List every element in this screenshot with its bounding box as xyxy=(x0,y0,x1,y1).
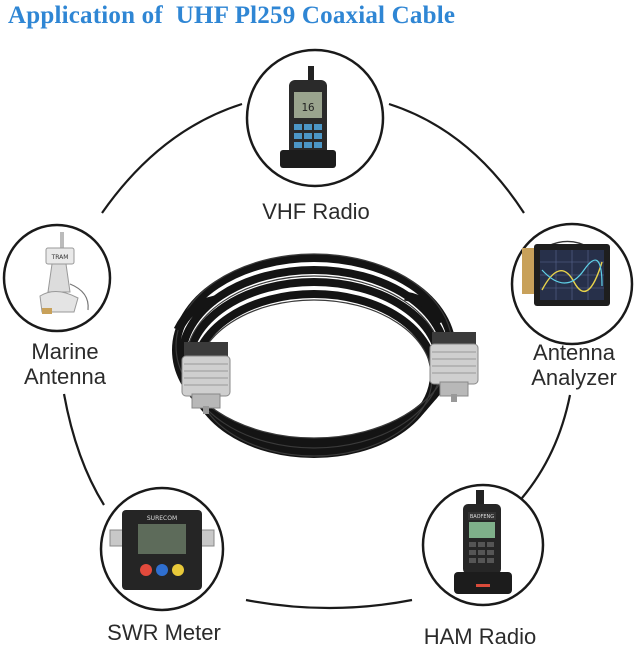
arc-left xyxy=(62,393,105,506)
pl259-connector-right xyxy=(429,332,479,402)
node-ham-radio: BAOFENG xyxy=(421,483,545,607)
ham-radio-label: HAM Radio xyxy=(423,624,537,649)
arc-bottom xyxy=(245,598,413,610)
handheld-vhf-radio-icon: 16 xyxy=(280,66,336,168)
swr-meter-brand: SURECOM xyxy=(147,515,177,522)
antenna-analyzer-label-line-1: Antenna xyxy=(533,340,615,365)
page-title: Application of UHF Pl259 Coaxial Cable xyxy=(8,2,456,29)
arc-right xyxy=(521,394,572,499)
node-swr-meter: SURECOM xyxy=(99,486,225,612)
marine-antenna-mount-icon: TRAM xyxy=(39,232,89,314)
swr-meter-icon: SURECOM xyxy=(109,510,215,590)
antenna-analyzer-icon xyxy=(522,240,610,306)
arc-top-left xyxy=(101,102,243,214)
pl259-connector-left xyxy=(181,342,231,414)
coiled-coax-cable-icon xyxy=(172,253,479,458)
node-marine-antenna: TRAM xyxy=(2,223,112,333)
antenna-analyzer-label: Antenna Analyzer xyxy=(510,340,638,390)
radio-lcd-text: 16 xyxy=(301,101,314,114)
marine-antenna-label-line-1: Marine xyxy=(31,339,99,364)
ham-radio-walkie-talkie-icon: BAOFENG xyxy=(454,490,512,594)
marine-antenna-label: Marine Antenna xyxy=(0,339,130,389)
ham-radio-brand: BAOFENG xyxy=(470,514,494,520)
node-antenna-analyzer xyxy=(510,222,634,346)
connector-arcs xyxy=(62,102,572,610)
arc-top-right xyxy=(388,102,525,214)
vhf-radio-label: VHF Radio xyxy=(262,199,370,224)
swr-meter-label: SWR Meter xyxy=(107,620,221,645)
marine-antenna-brand: TRAM xyxy=(51,254,69,261)
node-vhf-radio: 16 xyxy=(245,48,385,188)
marine-antenna-label-line-2: Antenna xyxy=(24,364,106,389)
antenna-analyzer-label-line-2: Analyzer xyxy=(531,365,617,390)
